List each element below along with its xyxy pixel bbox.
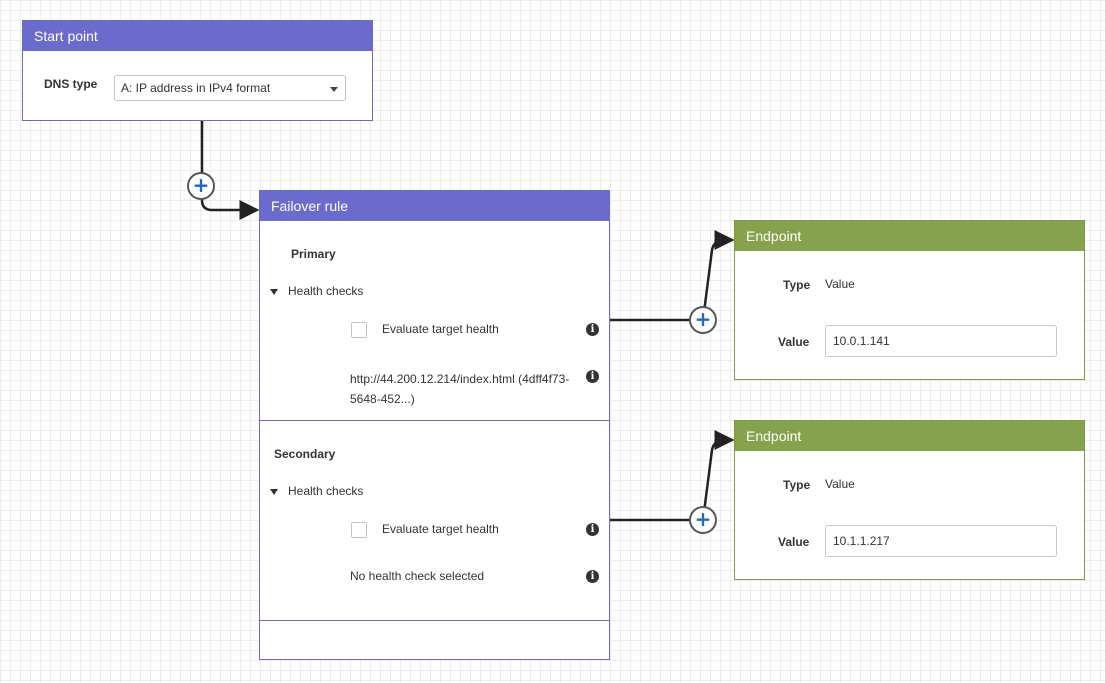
plus-icon: +	[192, 173, 210, 197]
start-point-title: Start point	[23, 21, 372, 51]
info-icon[interactable]: i	[586, 370, 599, 383]
caret-down-icon	[270, 489, 278, 495]
connector-start-to-failover	[200, 121, 260, 220]
connector-secondary-to-endpoint	[610, 430, 735, 522]
endpoint-node-2: Endpoint Type Value Value 10.1.1.217	[734, 420, 1085, 580]
info-icon[interactable]: i	[586, 523, 599, 536]
chevron-down-icon	[330, 87, 338, 92]
secondary-label: Secondary	[274, 447, 336, 461]
endpoint-value-label: Value	[778, 535, 810, 549]
endpoint-type-label: Type	[783, 278, 811, 292]
endpoint-title: Endpoint	[735, 221, 1084, 251]
connector-primary-to-endpoint	[610, 230, 735, 322]
info-icon[interactable]: i	[586, 323, 599, 336]
primary-health-checks-label: Health checks	[288, 284, 364, 298]
primary-evaluate-target-health-checkbox[interactable]	[351, 322, 367, 338]
failover-rule-title: Failover rule	[260, 191, 609, 221]
endpoint-value-input[interactable]: 10.1.1.217	[825, 525, 1057, 557]
add-rule-button-primary[interactable]: +	[689, 306, 717, 334]
plus-icon: +	[694, 307, 712, 331]
primary-health-check-line1: http://44.200.12.214/index.html (4dff4f7…	[350, 372, 570, 386]
endpoint-type-value: Value	[825, 477, 855, 491]
caret-down-icon	[270, 289, 278, 295]
section-divider	[260, 620, 609, 621]
dns-type-label: DNS type	[44, 77, 98, 91]
secondary-health-checks-toggle[interactable]: Health checks	[270, 484, 390, 500]
endpoint-node-1: Endpoint Type Value Value 10.0.1.141	[734, 220, 1085, 380]
endpoint-title: Endpoint	[735, 421, 1084, 451]
dns-type-value: A: IP address in IPv4 format	[121, 81, 271, 95]
primary-label: Primary	[291, 247, 336, 261]
section-divider	[260, 420, 609, 421]
secondary-evaluate-target-health-label: Evaluate target health	[382, 522, 499, 536]
secondary-evaluate-target-health-checkbox[interactable]	[351, 522, 367, 538]
endpoint-type-label: Type	[783, 478, 811, 492]
endpoint-value-input[interactable]: 10.0.1.141	[825, 325, 1057, 357]
secondary-health-check-value[interactable]: No health check selected	[350, 569, 485, 583]
add-rule-button[interactable]: +	[187, 172, 215, 200]
secondary-health-checks-label: Health checks	[288, 484, 364, 498]
plus-icon: +	[694, 507, 712, 531]
add-rule-button-secondary[interactable]: +	[689, 506, 717, 534]
primary-evaluate-target-health-label: Evaluate target health	[382, 322, 499, 336]
dns-type-select[interactable]: A: IP address in IPv4 format	[114, 75, 346, 101]
primary-health-check-line2: 5648-452...)	[350, 392, 415, 406]
start-point-node: Start point DNS type A: IP address in IP…	[22, 20, 373, 121]
endpoint-type-value: Value	[825, 277, 855, 291]
primary-health-checks-toggle[interactable]: Health checks	[270, 284, 390, 300]
info-icon[interactable]: i	[586, 570, 599, 583]
failover-rule-node: Failover rule Primary Health checks Eval…	[259, 190, 610, 660]
primary-health-check-link[interactable]: http://44.200.12.214/index.html (4dff4f7…	[350, 369, 569, 409]
endpoint-value-label: Value	[778, 335, 810, 349]
